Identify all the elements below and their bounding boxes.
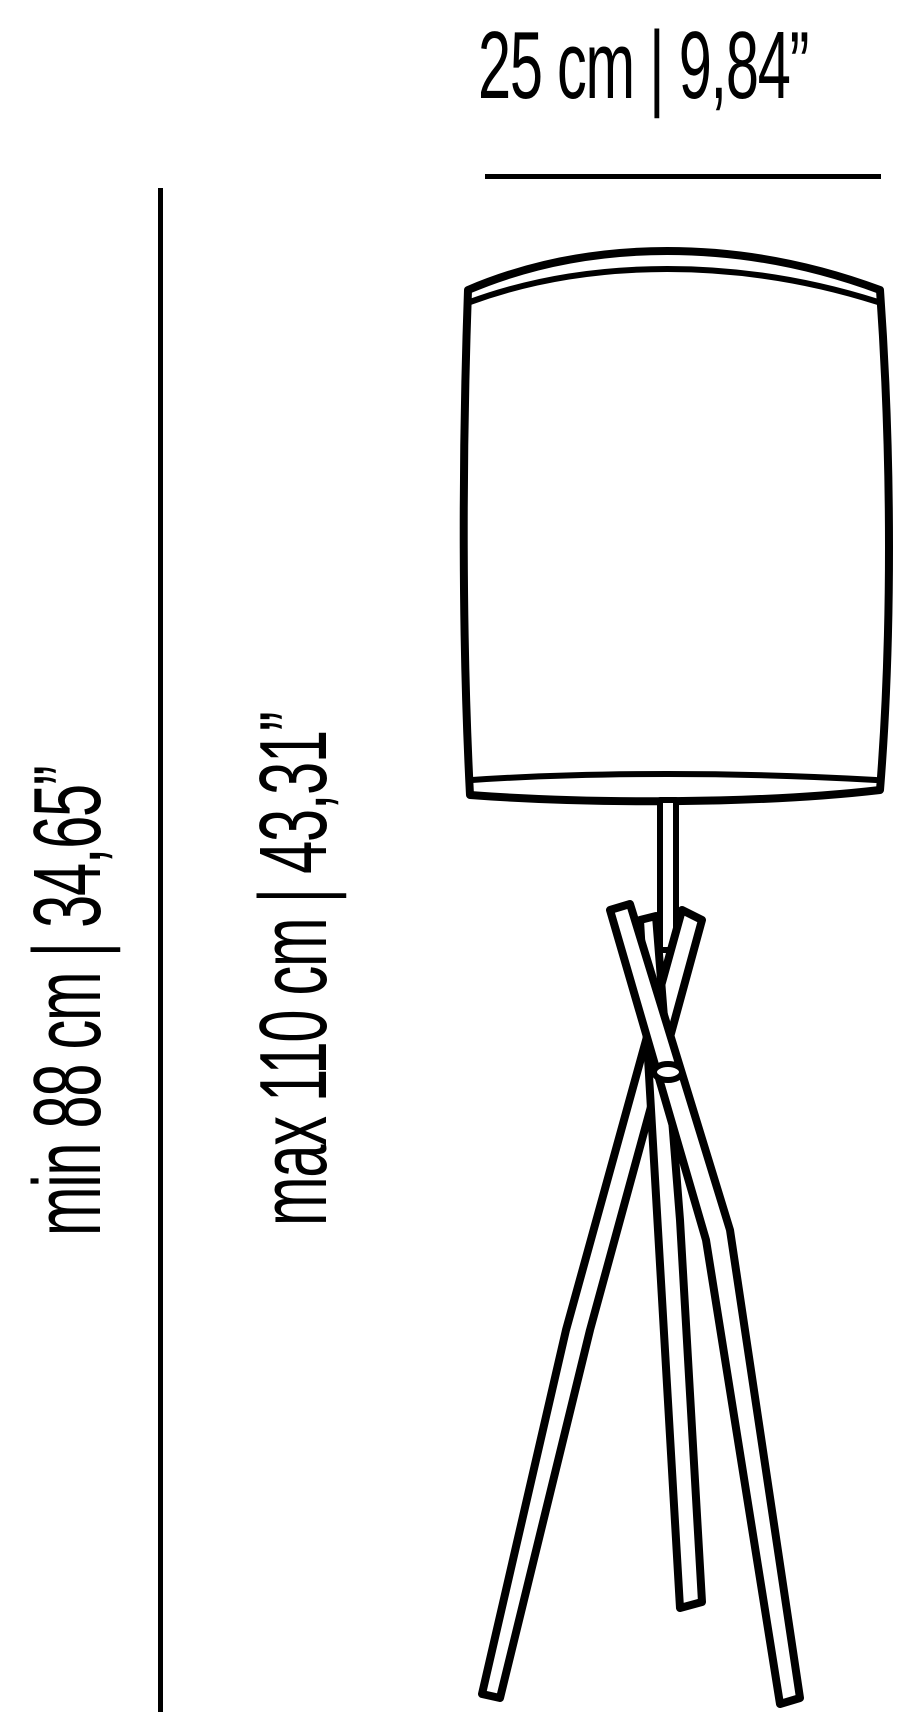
max-height-label: max 110 cm | 43,31” (240, 712, 347, 1226)
tripod-leg-right (606, 900, 804, 1708)
width-dimension-line (485, 174, 881, 179)
height-dimension-line (158, 188, 163, 1712)
min-height-label: min 88 cm | 34,65” (14, 766, 121, 1236)
width-dimension-label: 25 cm | 9,84” (478, 12, 809, 119)
floor-lamp-illustration (459, 247, 893, 1708)
leg-collar (651, 1061, 685, 1083)
lamp-shade (459, 247, 893, 806)
tripod-leg-back (636, 912, 706, 1612)
shade-top-rim (467, 266, 881, 305)
shade-bottom-rim (469, 771, 879, 783)
